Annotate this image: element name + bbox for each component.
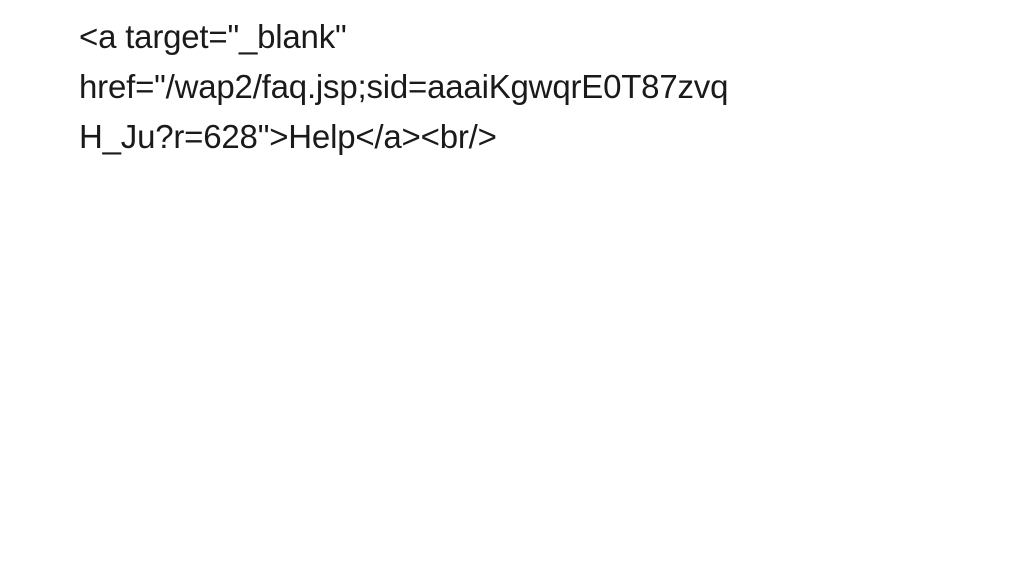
text-line-2: href="/wap2/faq.jsp;sid=aaaiKgwqrE0T87zv… xyxy=(79,68,729,105)
text-line-3: H_Ju?r=628">Help</a><br/> xyxy=(79,118,497,155)
text-line-1: <a target="_blank" xyxy=(79,18,347,55)
slide-body-text: <a target="_blank" href="/wap2/faq.jsp;s… xyxy=(79,12,959,162)
